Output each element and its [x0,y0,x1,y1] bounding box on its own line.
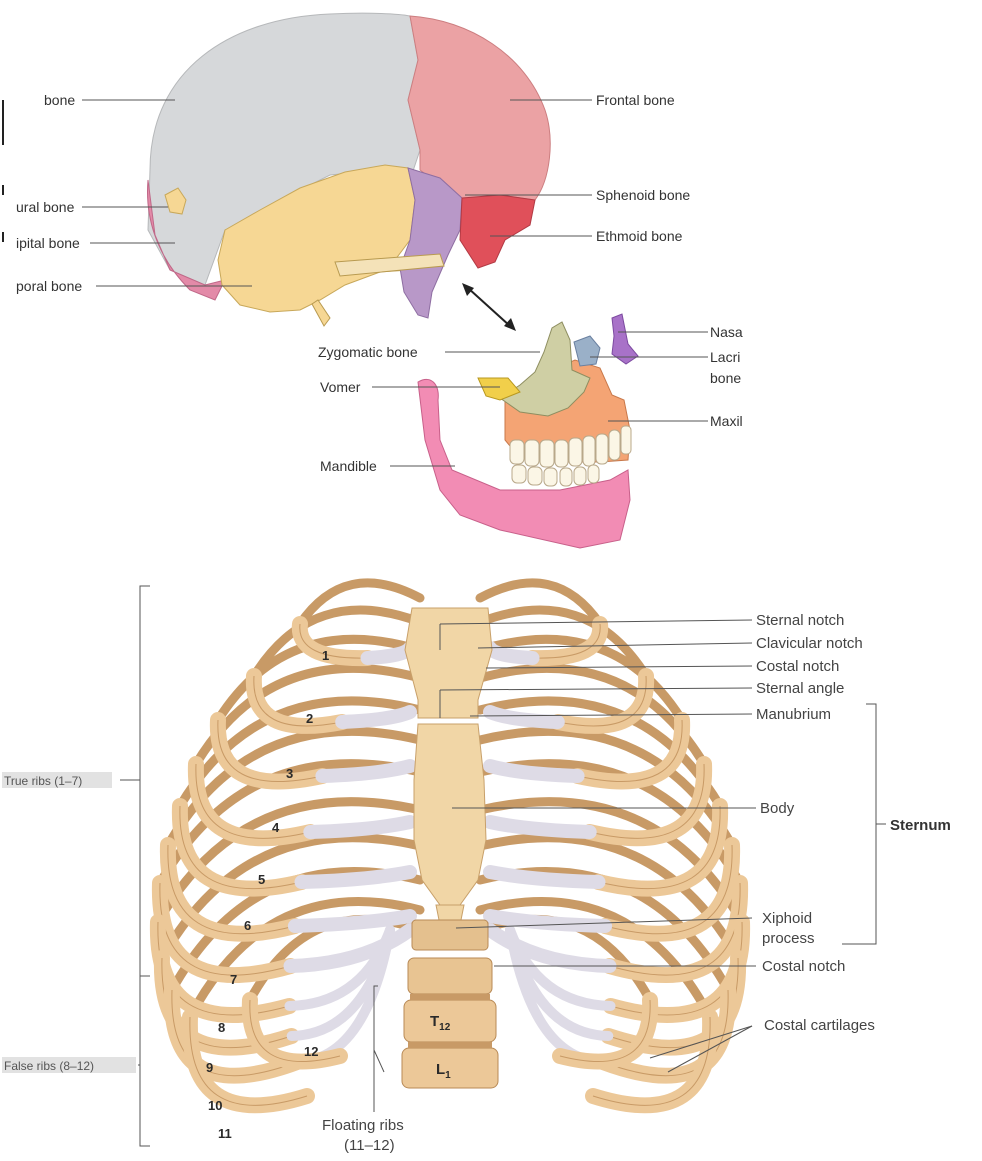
false-ribs-label: False ribs (8–12) [4,1059,94,1073]
rib-number-9: 9 [206,1060,213,1075]
body-label: Body [760,800,795,817]
rib-number-6: 6 [244,918,251,933]
costal-notch-top-label: Costal notch [756,658,839,675]
ethmoid-bone-shape [460,195,535,268]
rib-number-5: 5 [258,872,265,887]
facial-bones-illustration [418,314,638,548]
rib-number-11: 11 [218,1126,232,1141]
costal-cartilage-4-left [310,822,410,832]
sternum-body-shape [414,724,486,905]
sternal-angle-label: Sternal angle [756,680,844,697]
clavicular-notch-label: Clavicular notch [756,635,863,652]
zygomatic-bone-label: Zygomatic bone [318,344,418,360]
rib-number-3: 3 [286,766,293,781]
sternum-label: Sternum [890,817,951,834]
sphenoid-bone-label: Sphenoid bone [596,187,690,203]
rib-number-4: 4 [272,820,280,835]
costal-cartilage-4-right [490,822,590,832]
lacrimal-bone-label: Lacri [710,349,740,365]
rib-number-8: 8 [218,1020,225,1035]
costal-cartilage-1-right [490,648,533,658]
temporal-bone-label: poral bone [16,278,82,294]
rib-number-2: 2 [306,711,313,726]
vertebral-column [402,920,498,1088]
parietal-bone-label: bone [44,92,75,108]
styloid-process-shape [312,300,330,326]
maxilla-label: Maxil [710,413,743,429]
costal-cartilages-label: Costal cartilages [764,1017,875,1034]
rib-number-12: 12 [304,1044,318,1059]
true-ribs-label: True ribs (1–7) [4,774,82,788]
costal-cartilage-6-left [295,916,410,926]
rib-number-10: 10 [208,1098,222,1113]
separation-arrow [462,283,516,331]
sutural-bone-label: ural bone [16,199,75,215]
xiphoid-process-label-line2: process [762,930,815,947]
frontal-bone-label: Frontal bone [596,92,675,108]
floating-ribs-label: Floating ribs [322,1117,404,1134]
manubrium-label: Manubrium [756,706,831,723]
costal-cartilage-2-left [342,712,410,722]
rib-number-7: 7 [230,972,237,987]
skull-illustration [147,13,550,326]
vomer-label: Vomer [320,379,361,395]
lacrimal-bone-label-line2: bone [710,370,741,386]
floating-ribs-label-line2: (11–12) [344,1137,395,1154]
costal-cartilage-2-right [490,712,558,722]
sternal-notch-label: Sternal notch [756,612,844,629]
frontal-bone-shape [408,16,550,200]
xiphoid-process-label: Xiphoid [762,910,812,927]
rib-number-1: 1 [322,648,329,663]
nasal-bone-label: Nasa [710,324,743,340]
ethmoid-bone-label: Ethmoid bone [596,228,683,244]
mandible-label: Mandible [320,458,377,474]
costal-notch-bottom-label: Costal notch [762,958,845,975]
manubrium-shape [405,608,492,718]
costal-cartilage-1-left [368,648,411,658]
occipital-bone-label: ipital bone [16,235,80,251]
